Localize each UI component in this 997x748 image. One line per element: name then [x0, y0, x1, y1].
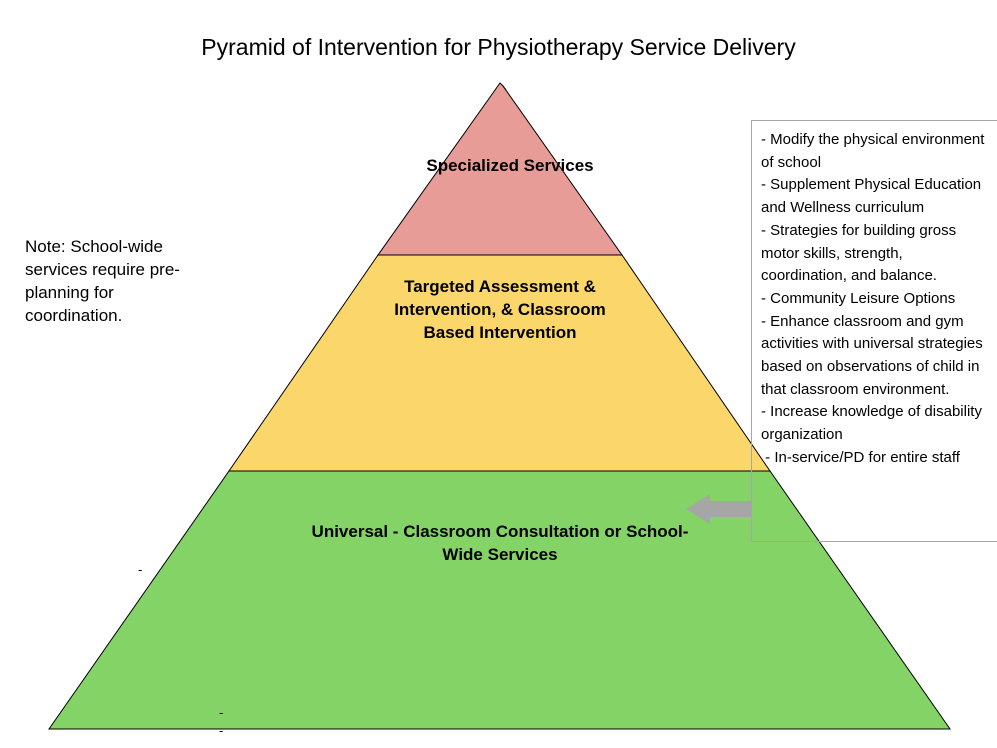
apex-edge [502, 85, 507, 91]
strategy-item: - Community Leisure Options [761, 289, 956, 307]
left-arrow-icon [686, 494, 751, 524]
strategy-item: - Enhance classroom and gym activities w… [761, 312, 987, 398]
strategy-item: - Modify the physical environment of sch… [761, 131, 989, 171]
tier-specialized-label: Specialized Services [426, 156, 594, 175]
tier-universal-label: Universal - Classroom Consultation or Sc… [311, 522, 689, 564]
tier-targeted-label: Targeted Assessment & Intervention, & Cl… [394, 277, 606, 342]
stray-dash: - [219, 705, 224, 720]
note-text: Note: School-wide services require pre-p… [25, 237, 180, 325]
strategy-item: - In-service/PD for entire staff [761, 448, 960, 466]
stray-dash: - [138, 562, 143, 577]
tier-specialized [377, 82, 623, 256]
strategy-item: - Supplement Physical Education and Well… [761, 176, 986, 217]
stray-dash: - [219, 723, 224, 738]
diagram-title: Pyramid of Intervention for Physiotherap… [201, 34, 796, 60]
strategy-item: - Strategies for building gross motor sk… [761, 221, 961, 285]
strategy-item: - Increase knowledge of disability organ… [761, 403, 987, 444]
strategies-box: - Modify the physical environment of sch… [751, 120, 997, 542]
